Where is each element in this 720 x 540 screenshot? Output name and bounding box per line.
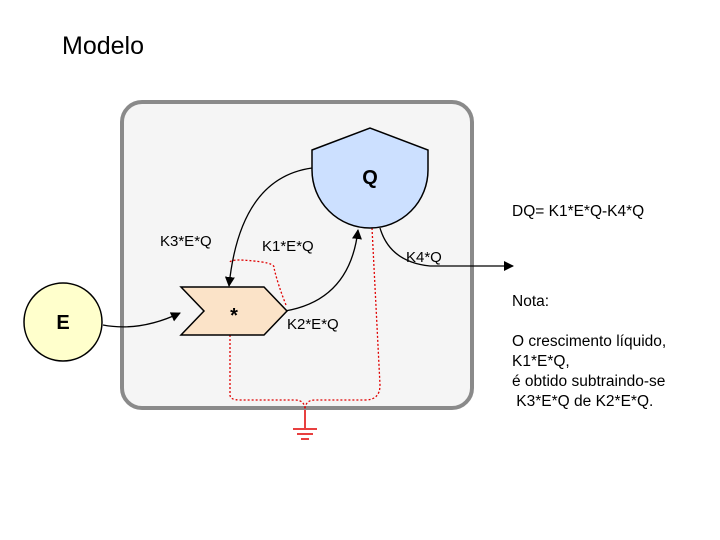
k1-interaction-bracket [229, 259, 287, 306]
note-heading: Nota: [512, 293, 550, 310]
note-line: K3*E*Q de K2*E*Q. [512, 393, 654, 410]
flow-q-outflow [379, 227, 514, 271]
flow-multiplier-to-q [284, 229, 362, 312]
flow-label-k1: K1*E*Q [262, 238, 314, 255]
note-line: O crescimento líquido, [512, 333, 667, 350]
flow-label-k3: K3*E*Q [160, 233, 212, 250]
storage-q-label: Q [362, 167, 378, 189]
page-title: Modelo [62, 32, 144, 60]
source-e [23, 282, 103, 362]
note-spacer [512, 312, 666, 332]
multiplier [179, 286, 289, 336]
flow-e-to-multiplier [102, 312, 181, 328]
heat-sink-icon [293, 428, 317, 440]
note: Nota: O crescimento líquido, K1*E*Q, é o… [512, 292, 666, 412]
source-e-label: E [56, 312, 69, 334]
equation: DQ= K1*E*Q-K4*Q [512, 203, 645, 220]
multiplier-to-sink-line [229, 335, 306, 411]
multiplier-label: * [230, 305, 238, 327]
flow-q-to-multiplier [224, 167, 313, 287]
note-line: é obtido subtraindo-se [512, 373, 666, 390]
q-to-sink-line [304, 227, 381, 411]
flow-label-k4: K4*Q [406, 249, 442, 266]
flow-label-k2: K2*E*Q [287, 316, 339, 333]
storage-q [311, 127, 429, 229]
note-line: K1*E*Q, [512, 353, 570, 370]
